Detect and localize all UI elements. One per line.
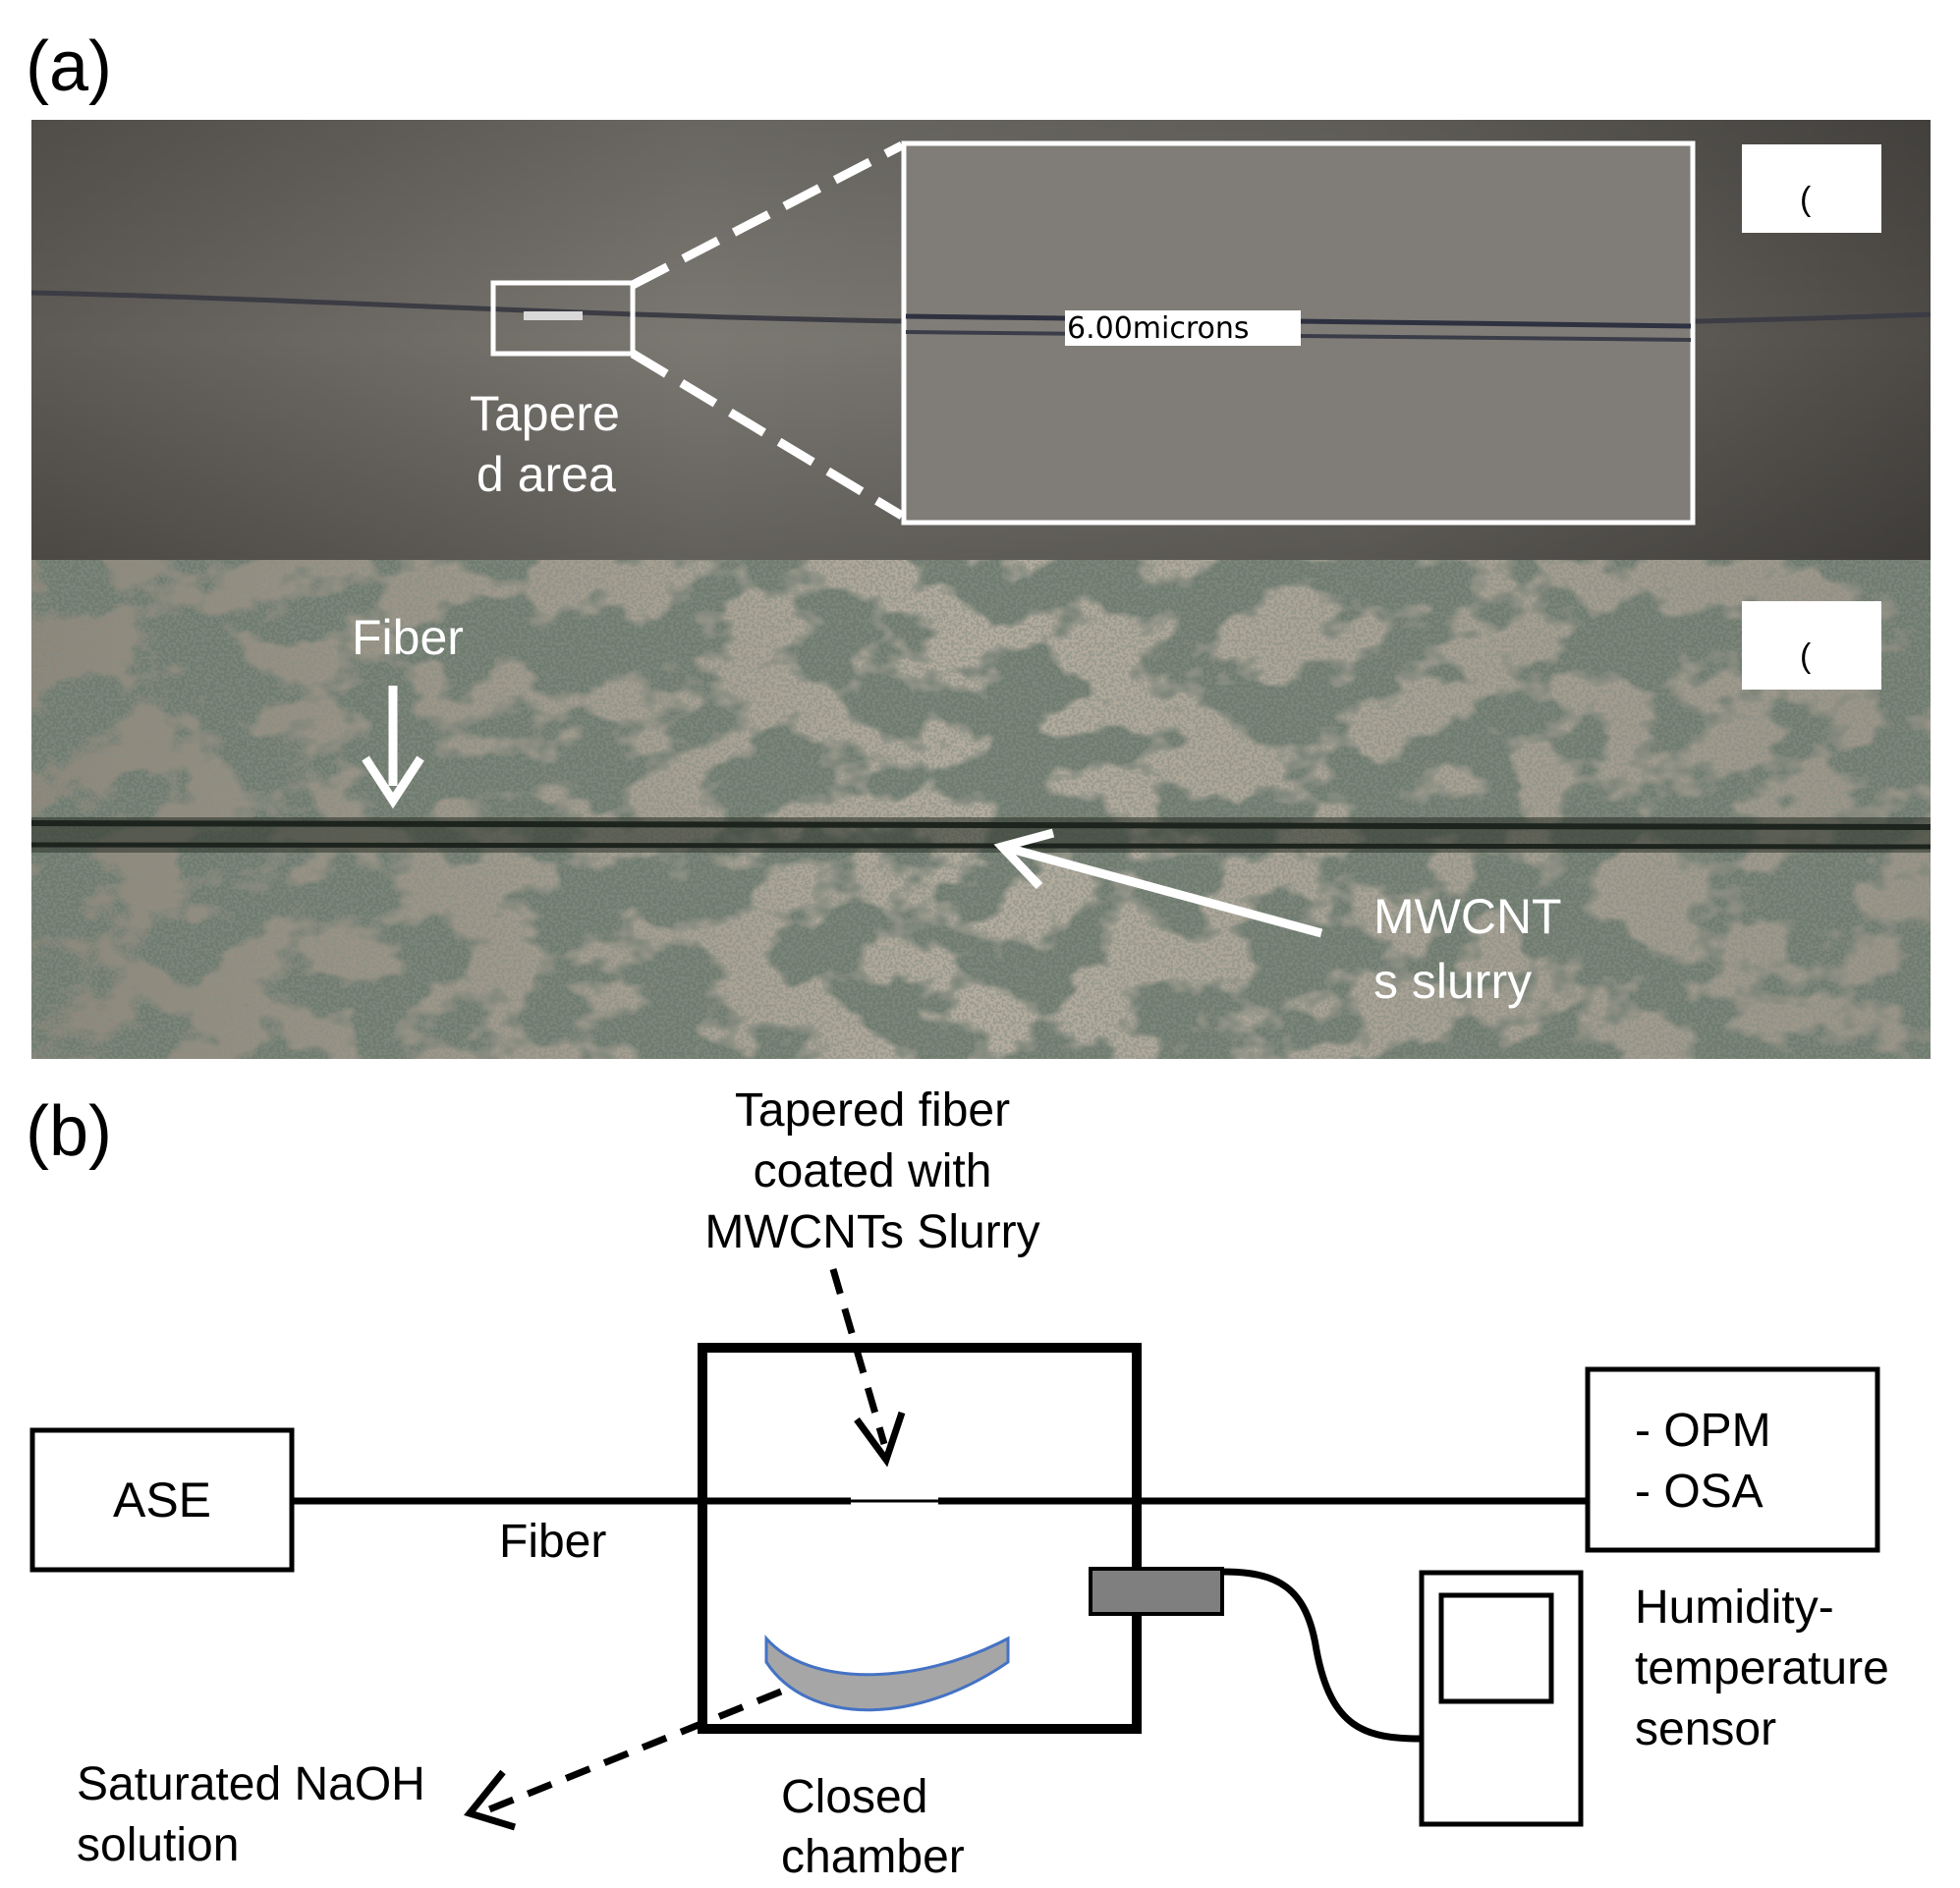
sensor-label-2: temperature — [1635, 1642, 1889, 1694]
tapered-area-label-1: Tapere — [470, 386, 620, 441]
panel-a-label: (a) — [26, 28, 112, 106]
fiber-label-micrograph: Fiber — [352, 610, 464, 665]
fiber-strand-bottom-2 — [30, 842, 1932, 850]
corner-tag-top-box — [1742, 144, 1881, 233]
tapered-area-box — [490, 280, 636, 357]
sensor-probe — [1089, 1567, 1224, 1616]
tapered-fiber-label-1: Tapered fiber — [735, 1084, 1010, 1137]
fiber-arrow-down — [362, 686, 424, 809]
sensor-label-3: sensor — [1635, 1703, 1776, 1755]
sensor-label-1: Humidity- — [1635, 1582, 1834, 1634]
panel-b-label: (b) — [26, 1092, 112, 1171]
naoh-pointer — [487, 1688, 783, 1813]
sensor-cable — [1221, 1568, 1423, 1743]
measurement-label: 6.00microns — [1067, 311, 1250, 346]
micrograph-bottom: Fiber MWCNT s slurry ( — [30, 560, 1932, 1059]
hygrometer-display — [1438, 1592, 1554, 1704]
closed-chamber — [698, 1343, 1142, 1734]
naoh-dish — [764, 1635, 1010, 1712]
naoh-label-1: Saturated NaOH — [77, 1758, 425, 1810]
mwcnt-label-2: s slurry — [1373, 954, 1532, 1009]
corner-tag-top: ( — [1800, 181, 1812, 218]
tapered-area-label-2: d area — [476, 447, 616, 502]
micrograph-top: 6.00microns Tapere d area ( — [30, 120, 1932, 560]
fiber-strand-bottom-1 — [30, 820, 1932, 830]
ase-label: ASE — [113, 1472, 211, 1527]
setup-schematic: Tapered fiber coated with MWCNTs Slurry … — [29, 1084, 1889, 1883]
corner-tag-bottom-box — [1742, 601, 1881, 690]
mwcnt-arrow — [993, 828, 1323, 938]
ase-box — [29, 1427, 295, 1573]
tapered-fiber-label-3: MWCNTs Slurry — [704, 1206, 1039, 1258]
mwcnt-label-1: MWCNT — [1373, 889, 1562, 944]
chamber-label-2: chamber — [781, 1831, 965, 1883]
zoom-guide-upper — [630, 141, 905, 289]
opm-label: - OPM — [1635, 1405, 1771, 1457]
naoh-pointer-head — [464, 1769, 517, 1831]
naoh-label-2: solution — [77, 1819, 239, 1871]
measurement-label-bg — [1065, 310, 1301, 346]
fiber-label: Fiber — [499, 1516, 606, 1568]
tapered-fiber-label-2: coated with — [754, 1145, 992, 1197]
tapered-fiber-pointer — [829, 1268, 906, 1468]
osa-label: - OSA — [1635, 1466, 1764, 1518]
detector-box — [1585, 1366, 1880, 1553]
scale-bar-small — [524, 311, 583, 320]
zoom-guide-lower — [630, 350, 905, 520]
zoom-inset: 6.00microns — [901, 140, 1696, 526]
chamber-label-1: Closed — [781, 1771, 927, 1823]
corner-tag-bottom: ( — [1800, 638, 1812, 675]
